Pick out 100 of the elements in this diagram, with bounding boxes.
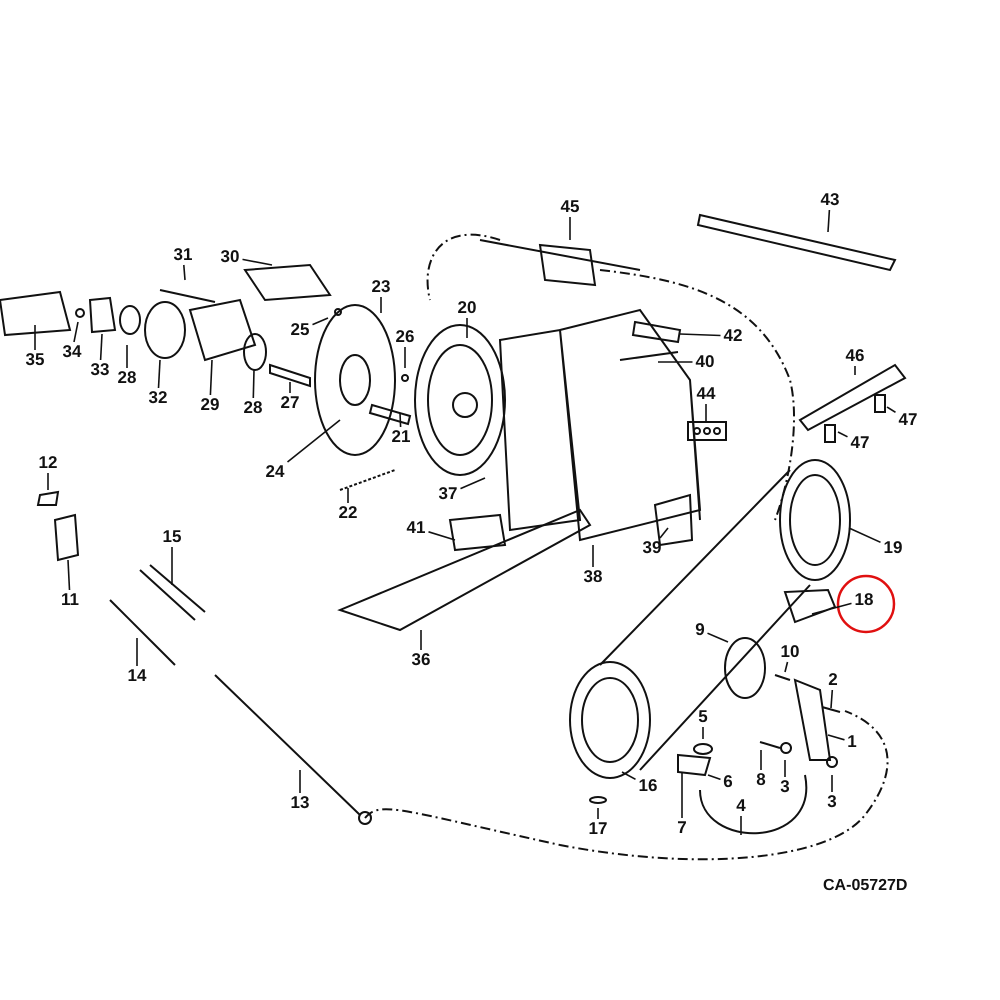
- leader-line: [812, 602, 852, 615]
- leader-line: [760, 750, 762, 770]
- callout-number: 31: [172, 246, 194, 264]
- callout-number: 42: [722, 327, 744, 345]
- leader-line: [183, 264, 186, 280]
- leader-line: [569, 217, 571, 240]
- callout-number: 41: [406, 519, 426, 537]
- leader-line: [428, 531, 456, 541]
- leader-line: [404, 347, 406, 368]
- leader-line: [740, 816, 742, 835]
- leader-line: [848, 527, 881, 544]
- callout-number: 32: [148, 389, 168, 407]
- leader-line: [136, 638, 138, 666]
- callout-number: 12: [38, 454, 58, 472]
- callout-number: 13: [290, 794, 310, 812]
- leader-line: [126, 345, 128, 368]
- leader-line: [171, 547, 173, 585]
- callout-number: 29: [200, 396, 220, 414]
- leader-line: [399, 412, 402, 428]
- leader-line: [702, 727, 704, 739]
- callout-number: 44: [696, 385, 716, 403]
- leader-line: [705, 404, 707, 422]
- leader-line: [460, 477, 486, 490]
- leader-line: [67, 560, 70, 590]
- callout-number: 45: [560, 198, 580, 216]
- leader-line: [592, 545, 594, 567]
- leader-line: [466, 318, 468, 338]
- callout-number: 6: [722, 773, 734, 791]
- callout-number: 9: [694, 621, 706, 639]
- callout-number: 21: [390, 428, 412, 446]
- callout-number: 20: [456, 299, 478, 317]
- leader-line: [312, 317, 328, 326]
- leader-line: [658, 361, 692, 363]
- callout-number: 36: [410, 651, 432, 669]
- leader-line: [287, 419, 340, 463]
- callout-number: 37: [438, 485, 458, 503]
- leader-line: [100, 334, 103, 360]
- leader-line: [830, 690, 834, 708]
- callout-number: 47: [898, 411, 918, 429]
- callout-number: 4: [735, 797, 747, 815]
- callout-number: 34: [62, 343, 82, 361]
- leader-line: [659, 528, 669, 538]
- callout-number: 17: [588, 820, 608, 838]
- leader-line: [707, 632, 728, 643]
- callout-number: 7: [676, 819, 688, 837]
- leader-line: [680, 333, 721, 336]
- callout-number: 11: [60, 591, 80, 609]
- callout-number: 33: [90, 361, 110, 379]
- callout-number: 30: [220, 248, 240, 266]
- callout-number: 3: [779, 778, 791, 796]
- callout-number: 5: [697, 708, 709, 726]
- leader-line: [708, 774, 721, 780]
- leader-line: [242, 258, 272, 266]
- leader-line: [827, 210, 830, 232]
- callout-number: 1: [846, 733, 858, 751]
- leader-line: [828, 734, 845, 741]
- leader-line: [854, 366, 856, 375]
- callout-number: 10: [780, 643, 800, 661]
- callout-number: 47: [850, 434, 870, 452]
- leader-line: [420, 630, 422, 650]
- callout-number: 8: [755, 771, 767, 789]
- callout-number: 14: [126, 667, 148, 685]
- callout-number: 46: [844, 347, 866, 365]
- leader-line: [886, 406, 896, 413]
- callout-number: 2: [827, 671, 839, 689]
- callout-number: 28: [242, 399, 264, 417]
- leader-line: [210, 360, 213, 396]
- callout-number: 19: [882, 539, 904, 557]
- callout-number: 39: [642, 539, 662, 557]
- callout-number: 43: [820, 191, 840, 209]
- callout-number: 15: [162, 528, 182, 546]
- callout-number: 18: [854, 591, 874, 609]
- leader-line: [347, 488, 349, 503]
- callout-number: 40: [694, 353, 716, 371]
- leader-line: [784, 662, 788, 672]
- leader-line: [34, 325, 36, 350]
- callout-number: 22: [338, 504, 358, 522]
- callout-number: 38: [582, 568, 604, 586]
- leader-line: [47, 473, 49, 490]
- leader-line: [289, 382, 291, 393]
- leader-line: [252, 370, 255, 398]
- callout-number: 35: [24, 351, 46, 369]
- callout-number: 24: [264, 463, 286, 481]
- leader-line: [73, 322, 79, 342]
- drawing-number: CA-05727D: [823, 877, 908, 895]
- callout-number: 27: [280, 394, 300, 412]
- leader-line: [299, 770, 301, 793]
- leader-line: [597, 808, 599, 819]
- leader-line: [622, 771, 636, 780]
- callout-number: 28: [116, 369, 138, 387]
- leader-line: [380, 297, 382, 313]
- callout-number: 26: [394, 328, 416, 346]
- leader-line: [831, 775, 833, 792]
- leader-line: [158, 360, 161, 388]
- callout-number: 25: [290, 321, 310, 339]
- leader-line: [681, 773, 683, 818]
- callout-number: 23: [370, 278, 392, 296]
- callout-number: 16: [638, 777, 658, 795]
- callout-number: 3: [826, 793, 838, 811]
- leader-line: [784, 760, 786, 777]
